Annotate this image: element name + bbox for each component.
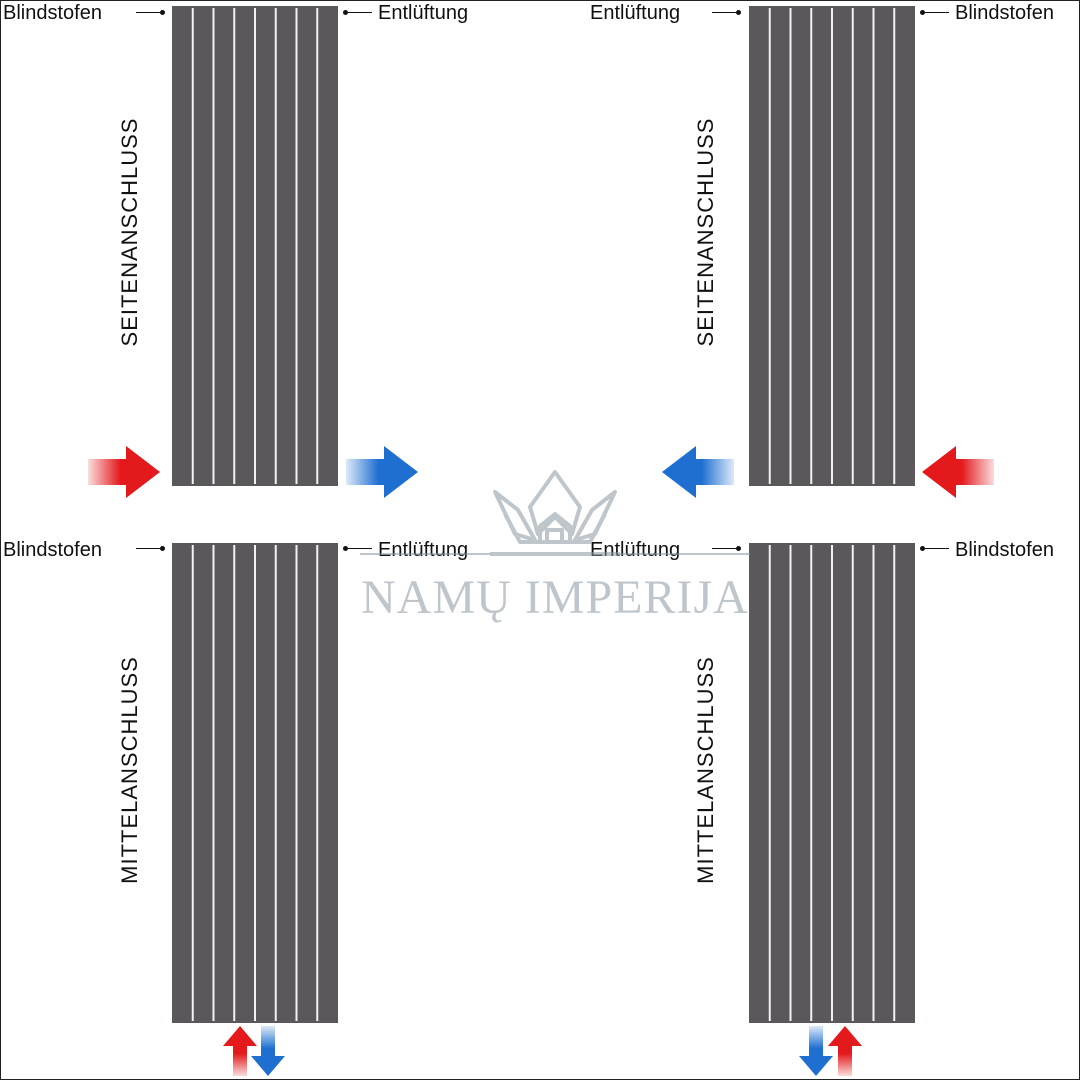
radiator-column-gap: [295, 8, 298, 484]
radiator-column-gap: [810, 545, 813, 1021]
radiator-column-gap: [893, 545, 896, 1021]
radiator-column-gap: [872, 545, 875, 1021]
radiator-column-gap: [831, 8, 833, 484]
blind-plug-leader-bottom-right: [920, 546, 949, 551]
radiator-column-gap: [212, 545, 215, 1021]
blind-plug-label-top-left: Blindstofen: [3, 2, 102, 24]
side-connection-label-left: SEITENANSCHLUSS: [117, 117, 142, 347]
blind-plug-leader-top-left: [136, 10, 165, 15]
vent-label-top-left: Entlüftung: [378, 2, 469, 24]
radiator-column-gap: [768, 8, 771, 484]
radiator-column-gap: [810, 8, 813, 484]
radiator-column-gap: [212, 8, 215, 484]
vent-leader-bottom-right: [712, 546, 741, 551]
blind-plug-label-bottom-right: Blindstofen: [955, 539, 1054, 561]
radiator-column-gap: [893, 8, 896, 484]
side-connection-label-right: SEITENANSCHLUSS: [693, 117, 718, 347]
cold-return-arrow-top-right: [662, 446, 734, 498]
radiator-column-gap: [274, 545, 277, 1021]
vent-label-top-right: Entlüftung: [590, 2, 681, 24]
radiator-column-gap: [831, 545, 833, 1021]
radiator-column-gap: [316, 545, 319, 1021]
radiator-column-gap: [233, 545, 236, 1021]
radiator-column-gap: [191, 545, 194, 1021]
blind-plug-leader-bottom-left: [136, 546, 165, 551]
radiator-column-gap: [254, 545, 256, 1021]
crown-logo-icon: [360, 470, 750, 556]
blind-plug-label-top-right: Blindstofen: [955, 2, 1054, 24]
vent-label-bottom-left: Entlüftung: [378, 539, 469, 561]
radiator-column-gap: [274, 8, 277, 484]
middle-connection-label-left: MITTELANSCHLUSS: [117, 656, 142, 884]
cold-return-arrow-top-left: [346, 446, 418, 498]
radiator-column-gap: [316, 8, 319, 484]
radiator-column-gap: [254, 8, 256, 484]
hot-supply-arrow-top-left: [88, 446, 160, 498]
blind-plug-leader-top-right: [920, 10, 949, 15]
radiator-column-gap: [233, 8, 236, 484]
vent-leader-bottom-left: [343, 546, 372, 551]
cold-return-arrow-bottom-right: [799, 1026, 833, 1076]
radiator-column-gap: [789, 8, 792, 484]
blind-plug-label-bottom-left: Blindstofen: [3, 539, 102, 561]
vent-leader-top-left: [343, 10, 372, 15]
watermark-text: NAMŲ IMPERIJA: [361, 571, 749, 624]
cold-return-arrow-bottom-left: [251, 1026, 285, 1076]
radiator-column-gap: [789, 545, 792, 1021]
hot-supply-arrow-bottom-right: [828, 1026, 862, 1076]
watermark: NAMŲ IMPERIJA: [340, 462, 770, 632]
vent-leader-top-right: [712, 10, 741, 15]
radiator-column-gap: [872, 8, 875, 484]
hot-supply-arrow-bottom-left: [223, 1026, 257, 1076]
radiator-column-gap: [295, 545, 298, 1021]
radiator-column-gap: [768, 545, 771, 1021]
middle-connection-label-right: MITTELANSCHLUSS: [693, 656, 718, 884]
hot-supply-arrow-top-right: [922, 446, 994, 498]
radiator-column-gap: [851, 8, 854, 484]
radiator-column-gap: [851, 545, 854, 1021]
radiator-column-gap: [191, 8, 194, 484]
